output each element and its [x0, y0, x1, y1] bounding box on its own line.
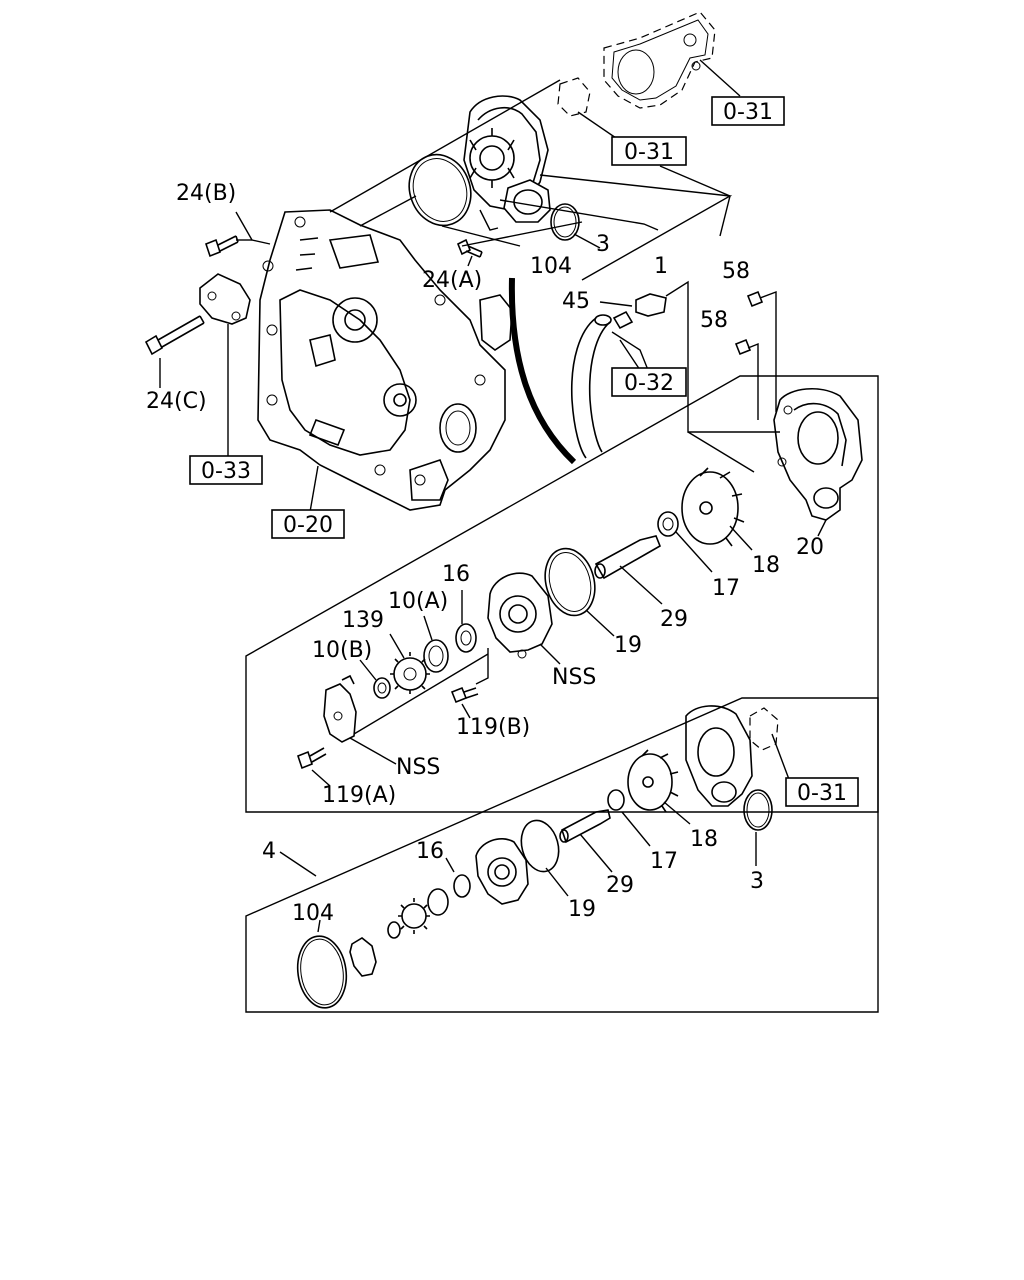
svg-text:0-32: 0-32 — [624, 371, 674, 396]
small-gasket-top — [557, 77, 591, 117]
ref-box-031-mid[interactable]: 0-31 — [611, 136, 687, 166]
ref-box-033[interactable]: 0-33 — [189, 455, 263, 485]
label-58-lower: 58 — [700, 308, 728, 333]
label-nss-front-housing: NSS — [552, 665, 596, 690]
label-24b: 24(B) — [176, 181, 236, 206]
bolt-24c — [144, 315, 205, 356]
water-hose-pipe — [570, 314, 612, 459]
label-104-top: 104 — [530, 254, 572, 279]
label-119a: 119(A) — [322, 783, 396, 808]
label-19-bottom: 19 — [568, 897, 596, 922]
bolt-119a — [297, 747, 327, 770]
gear-139 — [390, 652, 430, 694]
bolt-119b — [450, 686, 479, 704]
label-139: 139 — [342, 608, 384, 633]
shaft-29 — [594, 535, 662, 580]
oring-19-bottom — [520, 819, 560, 873]
plug-58-lower — [734, 338, 752, 356]
impeller-18-bottom — [627, 749, 679, 813]
oring-19 — [544, 547, 596, 617]
ref-box-031-bottom[interactable]: 0-31 — [785, 777, 859, 807]
label-20: 20 — [796, 535, 824, 560]
small-gasket-bottom — [749, 707, 779, 751]
label-nss-cover: NSS — [396, 755, 440, 780]
label-17: 17 — [712, 576, 740, 601]
bearing-16 — [455, 623, 477, 653]
oring-104-bottom — [296, 935, 348, 1009]
gasket-upper — [603, 11, 716, 109]
label-3-top: 3 — [596, 232, 610, 257]
fitting-45 — [612, 293, 667, 330]
label-16: 16 — [442, 562, 470, 587]
front-housing-nss — [487, 572, 553, 659]
svg-text:0-31: 0-31 — [723, 100, 773, 125]
bearing-10b — [373, 677, 391, 699]
impeller-18 — [681, 467, 745, 547]
svg-text:0-33: 0-33 — [201, 459, 251, 484]
bolt-24a — [456, 238, 483, 258]
water-pump-body-top — [463, 95, 551, 223]
label-18-bottom: 18 — [690, 827, 718, 852]
label-58-upper: 58 — [722, 259, 750, 284]
ref-box-031-top[interactable]: 0-31 — [711, 96, 785, 126]
front-housing-bottom — [475, 838, 529, 905]
leader-lines — [159, 59, 879, 1013]
label-10b: 10(B) — [312, 638, 372, 663]
seal-17 — [657, 511, 679, 537]
cover-bottom — [349, 937, 377, 977]
label-45: 45 — [562, 289, 590, 314]
svg-text:0-31: 0-31 — [624, 140, 674, 165]
label-29: 29 — [660, 607, 688, 632]
label-24a: 24(A) — [422, 268, 482, 293]
timing-gear-case — [257, 209, 513, 511]
shaft-29-bottom — [559, 809, 611, 844]
bolt-24b — [205, 235, 239, 258]
bearing-16-bottom — [453, 874, 471, 898]
bearing-10b-bottom — [387, 921, 401, 939]
label-4: 4 — [262, 839, 276, 864]
pump-housing-20 — [773, 387, 863, 521]
label-119b: 119(B) — [456, 715, 530, 740]
pump-housing-bottom — [685, 705, 753, 807]
ref-box-032[interactable]: 0-32 — [611, 367, 687, 397]
label-17-bottom: 17 — [650, 849, 678, 874]
label-104-bottom: 104 — [292, 901, 334, 926]
label-19: 19 — [614, 633, 642, 658]
ref-box-020[interactable]: 0-20 — [271, 509, 345, 539]
svg-text:0-20: 0-20 — [283, 513, 333, 538]
bearing-10a — [423, 639, 449, 673]
label-18: 18 — [752, 553, 780, 578]
bracket-0-33 — [199, 273, 251, 325]
label-29-bottom: 29 — [606, 873, 634, 898]
label-3-bottom: 3 — [750, 869, 764, 894]
separator-arc — [508, 277, 577, 465]
cover-nss — [323, 674, 357, 743]
plug-58-upper — [746, 290, 764, 308]
svg-text:0-31: 0-31 — [797, 781, 847, 806]
label-16-bottom: 16 — [416, 839, 444, 864]
label-24c: 24(C) — [146, 389, 207, 414]
label-1: 1 — [654, 254, 668, 279]
label-10a: 10(A) — [388, 589, 448, 614]
oring-3-bottom — [743, 789, 773, 831]
gear-bottom — [398, 898, 430, 934]
seal-17-bottom — [607, 789, 625, 811]
bearing-10a-bottom — [427, 888, 449, 916]
